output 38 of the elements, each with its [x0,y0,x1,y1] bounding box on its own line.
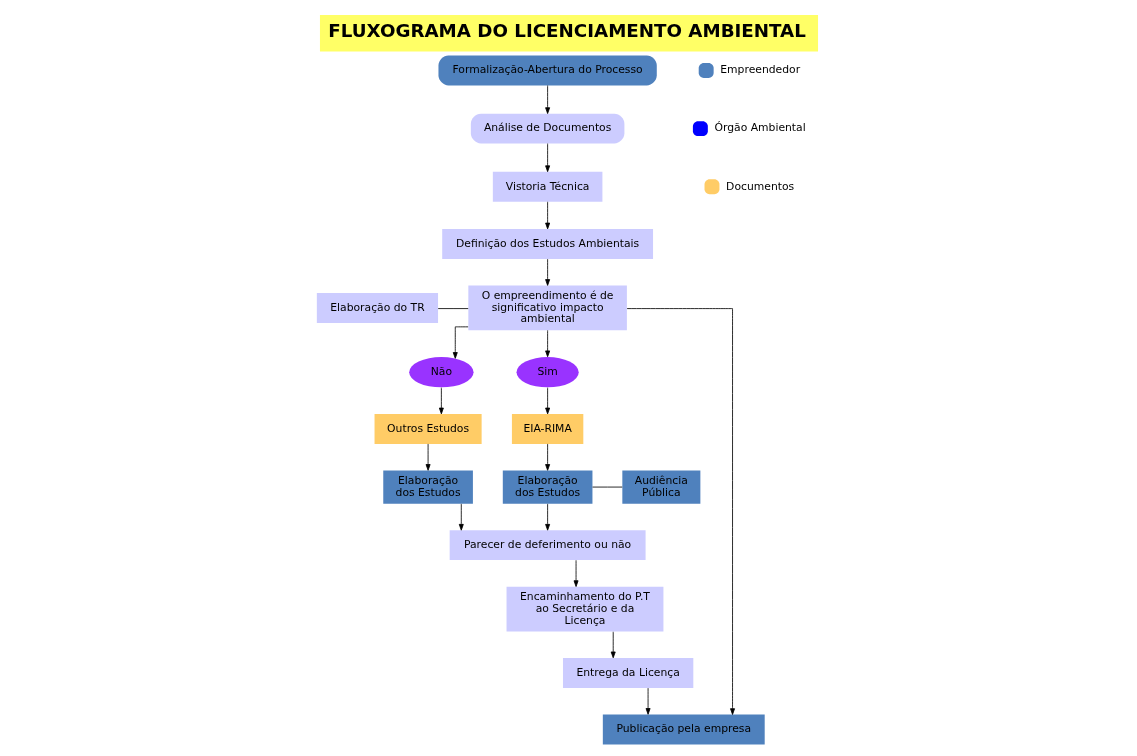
legend-label: Órgão Ambiental [713,121,806,135]
arrow [544,503,550,531]
connector [437,308,469,309]
node-box: Encaminhamento do P.T ao Secretário e da Licença [506,586,663,632]
node-ellipse: Não [408,357,474,388]
arrow [544,258,550,286]
diagram-title: FLUXOGRAMA DO LICENCIAMENTO AMBIENTAL [327,20,806,41]
node-box: Definição dos Estudos Ambientais [441,229,653,259]
arrow [573,559,578,587]
node-box: O empreendimento é de significativo impacto ambiental [467,285,627,331]
arrow [544,443,550,471]
arrow [544,143,550,173]
node-box: Elaboração dos Estudos [382,470,473,504]
arrow [438,387,444,415]
node-box: Outros Estudos [374,414,482,444]
node-box: Formalização-Abertura do Processo [437,55,657,86]
node-box: Audiência Pública [621,470,700,504]
arrow [610,631,616,659]
node-box: Análise de Documentos [470,113,624,144]
arrow [626,308,735,715]
node-box: Entrega da Licença [562,658,693,688]
arrow [544,201,550,230]
node-box: Publicação pela empresa [602,714,765,745]
legend-label: Documentos [725,179,794,193]
arrow [544,85,550,114]
arrow [544,330,550,358]
arrow [458,503,464,531]
node-ellipse: Sim [516,357,579,388]
node-box: Elaboração dos Estudos [502,470,592,504]
node-box: Parecer de deferimento ou não [449,530,646,561]
node-box: EIA-RIMA [511,414,583,444]
arrow [425,443,431,471]
legend-label: Empreendedor [719,63,800,77]
node-box: Vistoria Técnica [492,171,602,202]
arrow [452,326,469,359]
arrow [645,687,650,715]
arrow [544,387,550,415]
node-box: Elaboração do TR [316,293,438,323]
